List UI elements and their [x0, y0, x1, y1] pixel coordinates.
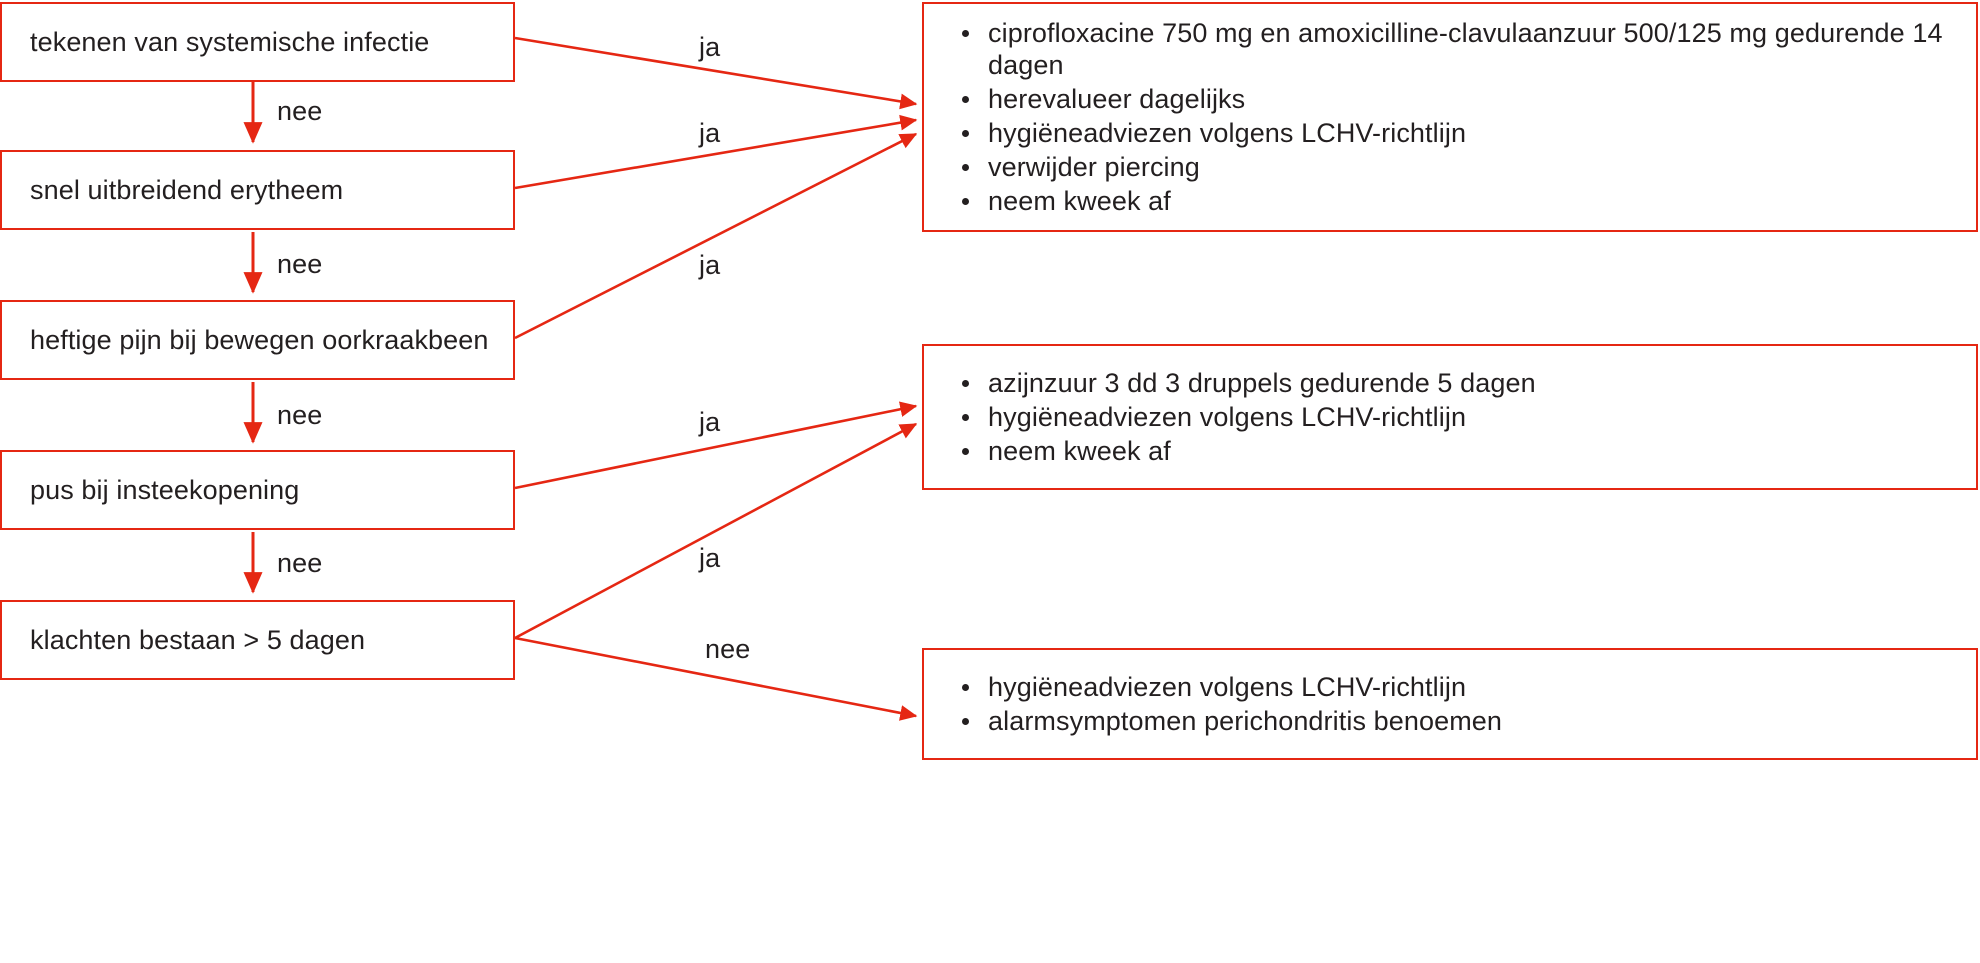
result-list: ciprofloxacine 750 mg en amoxicilline-cl…: [924, 17, 1976, 218]
decision-box-klachten-5-dagen[interactable]: klachten bestaan > 5 dagen: [0, 600, 515, 680]
list-item: azijnzuur 3 dd 3 druppels gedurende 5 da…: [954, 367, 1958, 399]
decision-box-uitbreidend-erytheem[interactable]: snel uitbreidend erytheem: [0, 150, 515, 230]
list-item: alarmsymptomen perichondritis benoemen: [954, 705, 1958, 737]
edge-label-ja-5: ja: [699, 543, 721, 573]
edge-label-nee-2: nee: [277, 249, 323, 279]
list-item: neem kweek af: [954, 185, 1958, 217]
list-item: verwijder piercing: [954, 151, 1958, 183]
decision-label: pus bij insteekopening: [30, 474, 300, 505]
result-list: azijnzuur 3 dd 3 druppels gedurende 5 da…: [924, 367, 1976, 467]
edge-label-nee-4: nee: [277, 548, 323, 578]
decision-label: heftige pijn bij bewegen oorkraakbeen: [30, 324, 489, 355]
result-list: hygiëneadviezen volgens LCHV-richtlijn a…: [924, 671, 1976, 737]
decision-label: klachten bestaan > 5 dagen: [30, 624, 366, 655]
edge-label-ja-4: ja: [699, 407, 721, 437]
edge-label-ja-1: ja: [699, 32, 721, 62]
list-item: herevalueer dagelijks: [954, 83, 1958, 115]
edge-label-nee-3: nee: [277, 400, 323, 430]
decision-label: snel uitbreidend erytheem: [30, 174, 344, 205]
decision-box-pijn-oorkraakbeen[interactable]: heftige pijn bij bewegen oorkraakbeen: [0, 300, 515, 380]
edge-label-nee-5: nee: [705, 634, 751, 664]
result-box-azijnzuur[interactable]: azijnzuur 3 dd 3 druppels gedurende 5 da…: [922, 344, 1978, 490]
list-item: ciprofloxacine 750 mg en amoxicilline-cl…: [954, 17, 1958, 81]
result-box-antibiotica[interactable]: ciprofloxacine 750 mg en amoxicilline-cl…: [922, 2, 1978, 232]
decision-box-systemische-infectie[interactable]: tekenen van systemische infectie: [0, 2, 515, 82]
edge-label-ja-3: ja: [699, 250, 721, 280]
list-item: hygiëneadviezen volgens LCHV-richtlijn: [954, 671, 1958, 703]
list-item: hygiëneadviezen volgens LCHV-richtlijn: [954, 117, 1958, 149]
list-item: neem kweek af: [954, 435, 1958, 467]
decision-label: tekenen van systemische infectie: [30, 26, 430, 57]
edge-label-ja-2: ja: [699, 118, 721, 148]
list-item: hygiëneadviezen volgens LCHV-richtlijn: [954, 401, 1958, 433]
decision-box-pus-insteekopening[interactable]: pus bij insteekopening: [0, 450, 515, 530]
result-box-hygiene-advies[interactable]: hygiëneadviezen volgens LCHV-richtlijn a…: [922, 648, 1978, 760]
edge-label-nee-1: nee: [277, 96, 323, 126]
